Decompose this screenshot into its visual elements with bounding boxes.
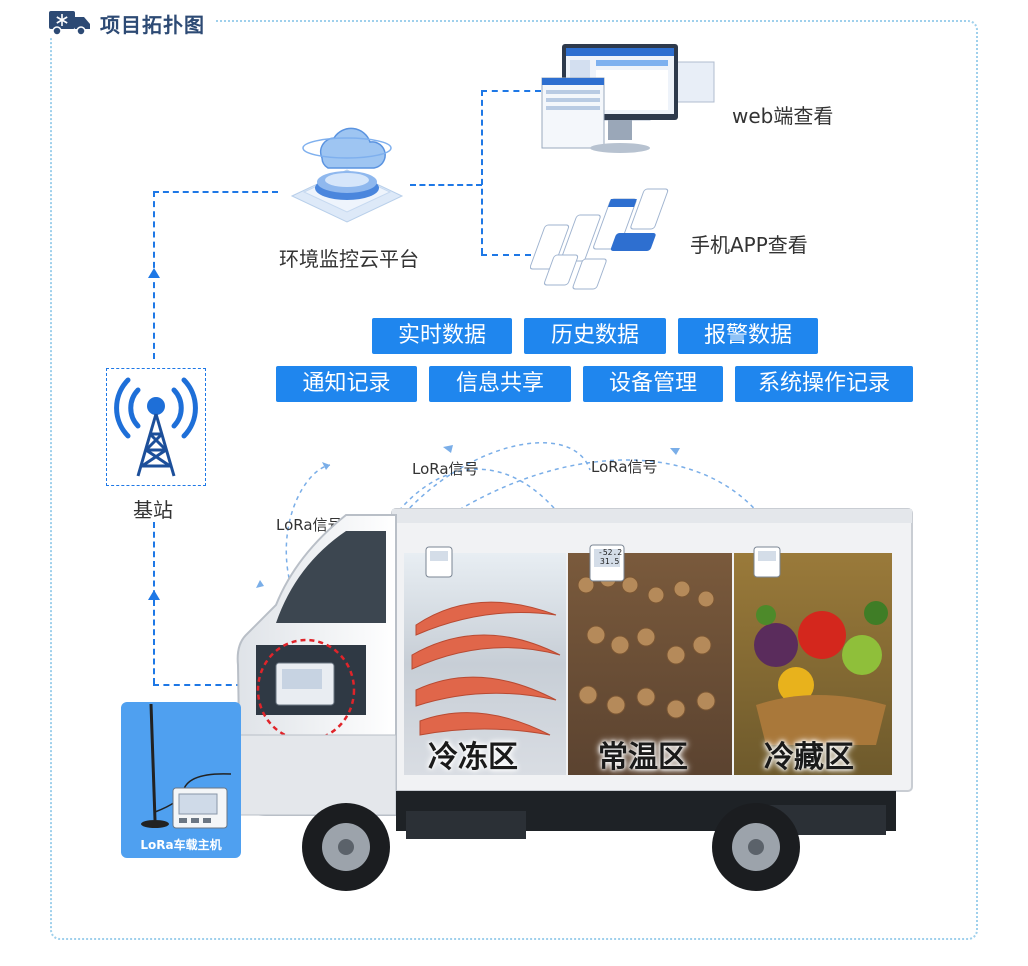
app-view-label: 手机APP查看 [690, 233, 808, 257]
topology-frame [50, 20, 978, 940]
sensor-reading-line-1: -52.2 [598, 548, 623, 557]
link-host-to-truck [153, 684, 263, 686]
monitor-icon [541, 44, 715, 153]
link-host-to-station [153, 522, 155, 684]
tag-system-operation-log[interactable]: 系统操作记录 [735, 366, 913, 402]
link-station-to-cloud-h [153, 191, 278, 193]
zone-ambient-label: 常温区 [598, 740, 688, 775]
truck-snowflake-icon [49, 11, 90, 36]
cloud-platform-label: 环境监控云平台 [279, 247, 419, 271]
link-branch [481, 90, 483, 254]
lora-signal-label-2: LoRa信号 [412, 460, 479, 478]
mobile-app-icon [530, 188, 669, 290]
tag-info-share[interactable]: 信息共享 [429, 366, 571, 402]
web-view-label: web端查看 [732, 104, 834, 128]
zone-frozen-label: 冷冻区 [428, 740, 518, 775]
sensor-reading-line-2: 31.5 [600, 557, 620, 566]
tag-notification-log[interactable]: 通知记录 [276, 366, 417, 402]
link-to-web [481, 90, 541, 92]
link-cloud-to-branch [410, 184, 482, 186]
page-title: 项目拓扑图 [100, 12, 205, 37]
base-station-label: 基站 [133, 498, 173, 522]
lora-host-box [121, 702, 241, 858]
header: 项目拓扑图 [48, 8, 215, 38]
lora-host-label: LoRa车载主机 [140, 838, 222, 852]
antenna-host-icon [141, 703, 232, 829]
signal-tower-icon [114, 377, 198, 477]
tag-realtime-data[interactable]: 实时数据 [372, 318, 512, 354]
arrow-up-icon [148, 268, 160, 278]
cloud-platform-icon [290, 127, 404, 223]
refrigerated-truck-illustration [236, 508, 913, 891]
tag-device-management[interactable]: 设备管理 [583, 366, 723, 402]
lora-signal-label-3: LoRa信号 [591, 458, 658, 476]
zone-chilled-label: 冷藏区 [764, 740, 854, 775]
link-to-app [481, 254, 531, 256]
tag-alarm-data[interactable]: 报警数据 [678, 318, 818, 354]
lora-signal-label-1: LoRa信号 [276, 516, 343, 534]
base-station-box [106, 368, 206, 486]
arrow-up-icon [148, 590, 160, 600]
tag-history-data[interactable]: 历史数据 [524, 318, 666, 354]
